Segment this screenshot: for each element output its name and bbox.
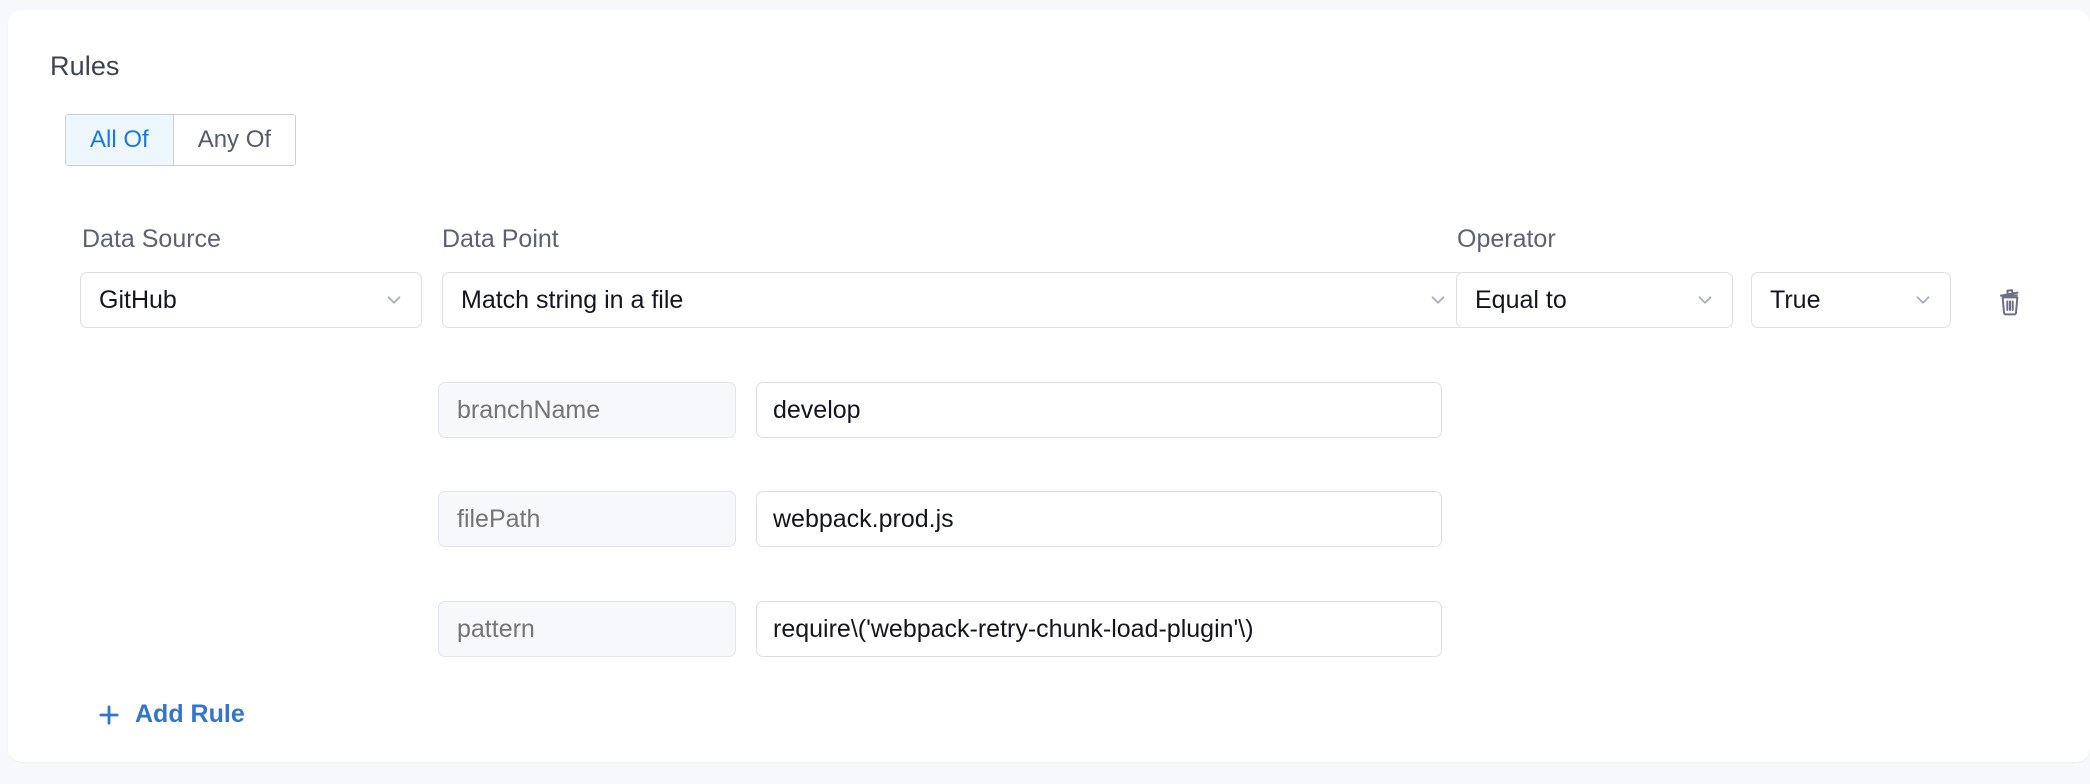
param-value-2[interactable]	[756, 601, 1442, 657]
data-source-value: GitHub	[99, 285, 177, 314]
match-mode-any-of[interactable]: Any Of	[172, 115, 296, 165]
operator-value: Equal to	[1475, 285, 1567, 314]
param-key-1[interactable]	[438, 491, 736, 547]
add-rule-label: Add Rule	[135, 700, 245, 728]
comparison-value: True	[1770, 285, 1821, 314]
data-source-label: Data Source	[82, 225, 221, 253]
page-title: Rules	[50, 51, 120, 81]
trash-icon	[1994, 286, 2026, 318]
data-point-select[interactable]: Match string in a file	[442, 272, 1466, 328]
param-value-0[interactable]	[756, 382, 1442, 438]
operator-label: Operator	[1457, 225, 1556, 253]
data-point-label: Data Point	[442, 225, 559, 253]
chevron-down-icon	[1694, 289, 1716, 311]
add-rule-button[interactable]: Add Rule	[96, 700, 245, 729]
operator-value-select[interactable]: True	[1751, 272, 1951, 328]
match-mode-all-of[interactable]: All Of	[66, 115, 173, 165]
operator-select[interactable]: Equal to	[1456, 272, 1733, 328]
plus-icon	[96, 702, 122, 728]
param-key-0[interactable]	[438, 382, 736, 438]
data-source-select[interactable]: GitHub	[80, 272, 422, 328]
rules-card: Rules All Of Any Of Data Source Data Poi…	[8, 10, 2090, 762]
chevron-down-icon	[1912, 289, 1934, 311]
param-key-2[interactable]	[438, 601, 736, 657]
match-mode-toggle[interactable]: All Of Any Of	[65, 114, 297, 166]
chevron-down-icon	[383, 289, 405, 311]
chevron-down-icon	[1427, 289, 1449, 311]
data-point-value: Match string in a file	[461, 285, 684, 314]
delete-rule-button[interactable]	[1990, 282, 2030, 322]
param-value-1[interactable]	[756, 491, 1442, 547]
